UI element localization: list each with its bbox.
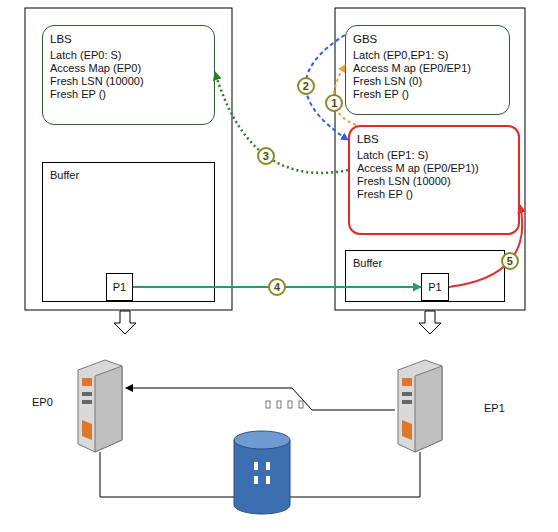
- node-text: Access M ap (EP0/EP1)): [357, 162, 511, 175]
- buffer-service-box: GBS Latch (EP0,EP1: S)Access M ap (EP0/EP…: [345, 25, 510, 115]
- page-box: P1: [106, 273, 133, 301]
- node-text: Latch (EP0,EP1: S): [353, 49, 502, 62]
- buffer-box: BufferP1: [42, 162, 215, 302]
- buffer-box: BufferP1: [345, 250, 505, 302]
- node-text: Fresh LSN (10000): [50, 75, 207, 88]
- callout-number: 4: [268, 278, 286, 296]
- callout-number: 2: [297, 77, 315, 95]
- buffer-service-box: LBS Latch (EP0: S)Access Map (EP0)Fresh L…: [42, 25, 215, 125]
- callout-number: 1: [325, 94, 343, 112]
- network-link: [126, 388, 395, 410]
- node-text: Fresh EP (): [357, 188, 511, 201]
- hollow-arrow: [114, 311, 136, 334]
- callout-number: 5: [501, 252, 519, 270]
- buffer-service-box: LBSLatch (EP1: S)Access M ap (EP0/EP1))F…: [348, 125, 520, 235]
- server-icon: [78, 360, 122, 452]
- node-text: Fresh EP (): [50, 88, 207, 101]
- node-title: LBS: [357, 132, 511, 146]
- node-title: Buffer: [50, 169, 207, 182]
- site-frame: [25, 8, 232, 310]
- node-text: Fresh LSN (10000): [357, 175, 511, 188]
- storage-link: [290, 452, 420, 497]
- node-title: P1: [113, 281, 126, 294]
- node-title: P1: [428, 281, 441, 294]
- node-title: LBS: [50, 32, 207, 46]
- page-box: P1: [421, 273, 449, 301]
- database-icon: [234, 431, 290, 514]
- server-icon: [398, 360, 442, 452]
- node-text: Access M ap (EP0/EP1): [353, 62, 502, 75]
- node-text: Fresh LSN (0): [353, 75, 502, 88]
- hollow-arrow: [419, 311, 441, 334]
- callout-number: 3: [257, 147, 275, 165]
- node-text: Latch (EP0: S): [50, 49, 207, 62]
- node-title: Buffer: [353, 257, 497, 270]
- flow-arrow: [215, 72, 348, 173]
- node-text: Fresh EP (): [353, 88, 502, 101]
- node-text: Latch (EP1: S): [357, 149, 511, 162]
- site-frame: [335, 8, 525, 310]
- node-name: EP1: [484, 402, 505, 415]
- node-text: Access Map (EP0): [50, 62, 207, 75]
- node-title: GBS: [353, 32, 502, 46]
- node-name: EP0: [32, 396, 53, 409]
- packet-dots: [266, 401, 303, 408]
- storage-link: [100, 452, 234, 497]
